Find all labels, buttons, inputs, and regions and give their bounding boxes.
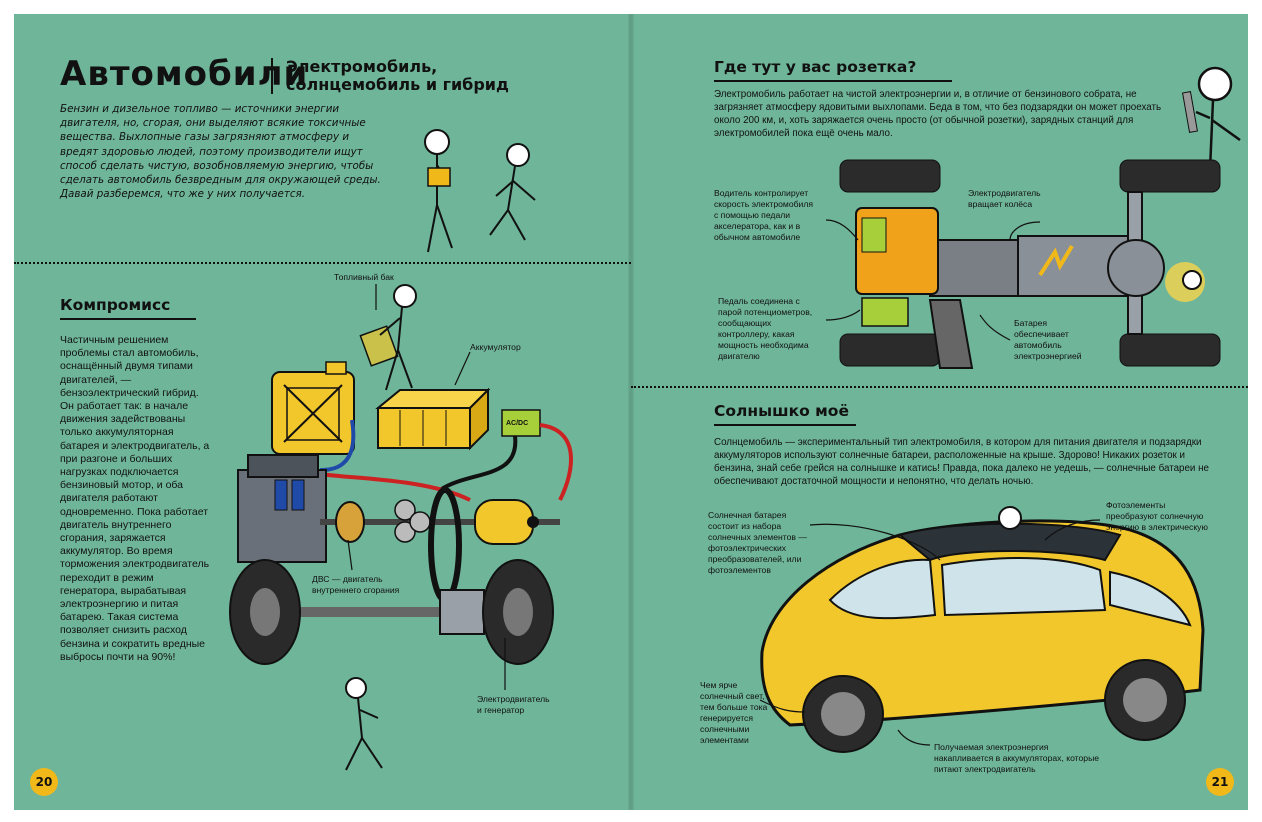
battery-icon: [427, 167, 451, 187]
intro-paragraph: Бензин и дизельное топливо — источники э…: [60, 103, 381, 201]
label-battery: Аккумулятор: [470, 342, 521, 352]
page-title: Автомобили: [60, 54, 309, 94]
ev-body-text: Электромобиль работает на чистой электро…: [714, 89, 1162, 139]
solar-car-illustration: [760, 506, 1205, 753]
book-gutter: [628, 14, 634, 810]
title-divider: [271, 58, 273, 94]
label-ice-line-1: ДВС — двигатель: [312, 574, 383, 584]
label-pedal: Педаль соединена с парой потенциометров,…: [718, 296, 813, 361]
label-motor-line-1: Электродвигатель: [477, 694, 550, 704]
electric-motor-icon: [474, 499, 539, 545]
label-photocells: Фотоэлементы преобразуют солнечную энерг…: [1106, 500, 1208, 532]
label-ice: ДВС — двигатель внутреннего сгорания: [312, 574, 399, 596]
label-ice-line-2: внутреннего сгорания: [312, 585, 400, 595]
stick-figure-walking-icon: [345, 677, 383, 771]
gear-icon: [394, 499, 431, 543]
page-number-right: 21: [1206, 768, 1234, 796]
label-ev-motor: Электродвигатель вращает колёса: [968, 188, 1041, 209]
section-divider: [14, 262, 631, 264]
section-title-socket-underline: [714, 80, 952, 82]
label-fuel-tank: Топливный бак: [334, 272, 394, 282]
label-motor-generator: Электродвигатель и генератор: [477, 694, 550, 716]
section-title-sunshine: Солнышко моё: [714, 402, 849, 420]
wrench-icon: [1182, 91, 1198, 133]
section-title-sunshine-underline: [714, 424, 856, 426]
fuel-tank-icon: [271, 361, 355, 455]
wheel-icon: [229, 559, 554, 665]
label-ev-battery: Батарея обеспечивает автомобиль электроэ…: [1014, 318, 1082, 361]
subtitle-line-2: солнцемобиль и гибрид: [286, 75, 509, 94]
label-energy-stored: Получаемая электроэнергия накапливается …: [934, 742, 1100, 774]
ev-chassis-illustration: [839, 159, 1221, 369]
label-brighter-sun: Чем ярче солнечный свет, тем больше тока…: [700, 680, 768, 745]
battery-pack-icon: [375, 387, 491, 451]
label-converter: AC/DC: [506, 420, 529, 427]
section-divider-right: [631, 386, 1248, 388]
stick-figure-running-icon: [489, 143, 536, 241]
label-motor-line-2: и генератор: [477, 705, 525, 715]
converter-icon: [501, 409, 541, 437]
hybrid-body-text: Частичным решением проблемы стал автомоб…: [60, 334, 210, 663]
section-title-compromise: Компромисс: [60, 296, 171, 314]
subtitle-line-1: Электромобиль,: [286, 57, 438, 76]
section-title-underline: [60, 318, 196, 320]
stick-figure-wrench-icon: [1195, 66, 1241, 171]
page-subtitle: Электромобиль, солнцемобиль и гибрид: [286, 58, 509, 94]
leader-lines: [347, 219, 1101, 746]
label-solar-battery: Солнечная батарея состоит из набора солн…: [708, 510, 807, 575]
label-driver-control: Водитель контролирует скорость электромо…: [714, 188, 814, 242]
page-number-left: 20: [30, 768, 58, 796]
fuel-can-icon: [359, 325, 399, 367]
stick-figure-battery-icon: [424, 129, 453, 253]
section-title-socket: Где тут у вас розетка?: [714, 58, 917, 76]
engine-icon: [237, 454, 327, 563]
stick-figure-pouring-icon: [379, 284, 417, 391]
solar-car-body-text: Солнцемобиль — экспериментальный тип эле…: [714, 437, 1209, 487]
